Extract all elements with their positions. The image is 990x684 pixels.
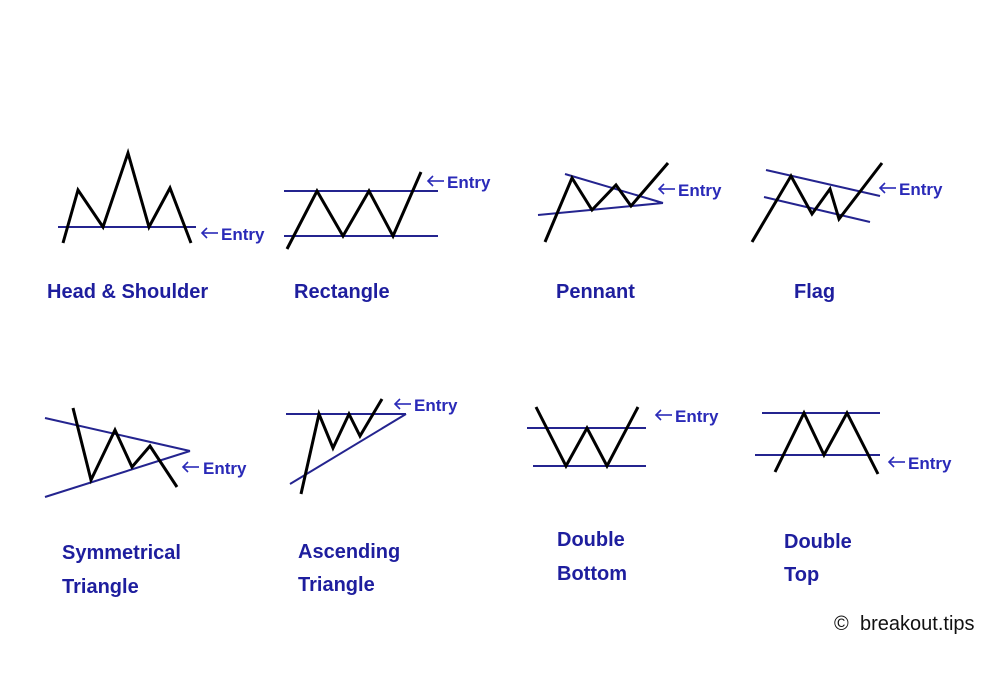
rising-support-line <box>289 413 407 485</box>
price-path <box>543 162 670 243</box>
entry-label: Entry <box>899 180 943 199</box>
entry-arrow <box>654 409 672 421</box>
price-path <box>299 398 384 495</box>
pattern-double-bottom: Entry Double Bottom <box>527 406 719 585</box>
entry-label: Entry <box>203 459 247 478</box>
pattern-label: Double Top <box>784 531 857 586</box>
price-path <box>534 406 640 470</box>
entry-arrow <box>887 456 905 468</box>
price-path <box>61 147 193 244</box>
lower-trendline <box>44 450 191 498</box>
entry-arrow <box>200 227 218 239</box>
pattern-label: Ascending Triangle <box>298 541 406 596</box>
pattern-label: Rectangle <box>294 281 390 303</box>
copyright-icon: © <box>834 613 849 635</box>
entry-arrow <box>426 175 444 187</box>
pattern-label: Head & Shoulder <box>47 281 208 303</box>
watermark-text: breakout.tips <box>860 613 975 635</box>
pattern-label: Flag <box>794 281 835 303</box>
entry-label: Entry <box>414 396 458 415</box>
pattern-symmetrical-triangle: Entry Symmetrical Triangle <box>44 407 247 598</box>
pattern-pennant: Entry Pennant <box>537 162 722 303</box>
pattern-flag: Entry Flag <box>750 162 943 303</box>
entry-arrow <box>181 461 199 473</box>
price-path <box>285 171 423 250</box>
pattern-label: Symmetrical Triangle <box>62 542 187 598</box>
entry-label: Entry <box>221 225 265 244</box>
entry-label: Entry <box>447 173 491 192</box>
pattern-label: Pennant <box>556 281 635 303</box>
pattern-ascending-triangle: Entry Ascending Triangle <box>286 396 458 596</box>
entry-label: Entry <box>908 454 952 473</box>
entry-label: Entry <box>675 407 719 426</box>
entry-arrow <box>657 183 675 195</box>
price-path <box>773 409 880 475</box>
pattern-double-top: Entry Double Top <box>755 409 952 586</box>
price-path <box>71 407 179 488</box>
entry-label: Entry <box>678 181 722 200</box>
watermark: © breakout.tips <box>834 613 975 635</box>
entry-arrow <box>878 182 896 194</box>
pattern-rectangle: Entry Rectangle <box>284 171 491 303</box>
pattern-head-shoulder: Entry Head & Shoulder <box>47 147 265 303</box>
price-path <box>750 162 884 243</box>
entry-arrow <box>393 398 411 410</box>
pattern-label: Double Bottom <box>557 529 630 585</box>
